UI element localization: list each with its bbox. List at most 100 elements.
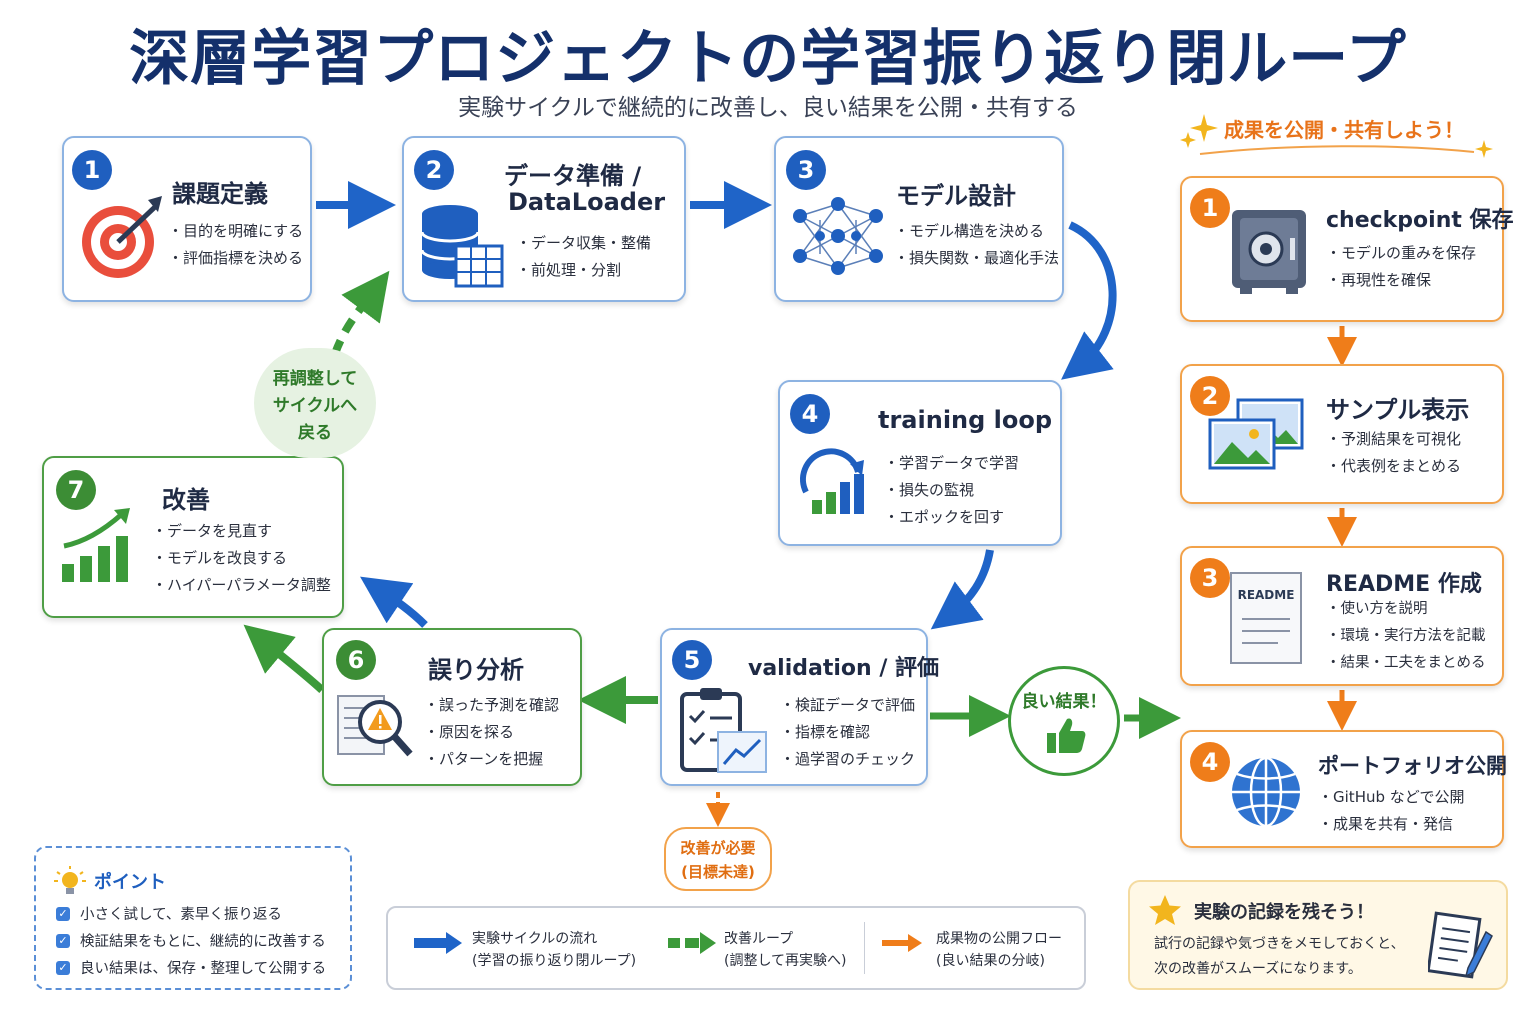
doc-line	[1242, 642, 1278, 644]
point-item: ✓ 検証結果をもとに、継続的に改善する	[56, 927, 326, 954]
good-result-label: 良い結果！	[1021, 692, 1107, 712]
list-item: データを見直す	[152, 518, 331, 545]
publish-number-badge: 2	[1190, 376, 1230, 416]
legend-label: 実験サイクルの流れ	[472, 931, 598, 947]
step-number-badge: 5	[672, 640, 712, 680]
arrow-4-to-5	[930, 549, 994, 630]
step-number-badge: 1	[72, 150, 112, 190]
readme-document-icon: README	[1230, 572, 1302, 664]
list-item: 損失関数・最適化手法	[894, 245, 1059, 272]
step-title-line2: DataLoader	[508, 188, 666, 216]
point-text: 良い結果は、保存・整理して公開する	[80, 961, 327, 977]
step-number-badge: 6	[336, 640, 376, 680]
step-items: データ収集・整備 前処理・分割	[516, 230, 651, 284]
legend-blue-arrow-icon	[414, 932, 462, 954]
legend-label: 成果物の公開フロー	[936, 931, 1062, 947]
publish-card-4: 4 ポートフォリオ公開 GitHub などで公開 成果を共有・発信	[1180, 730, 1507, 848]
list-item: モデルの重みを保存	[1326, 240, 1476, 267]
step-items: 誤った予測を確認 原因を探る パターンを把握	[424, 692, 559, 773]
globe-icon	[1232, 756, 1300, 828]
doc-line	[1242, 618, 1290, 620]
list-item: 結果・工夫をまとめる	[1326, 650, 1486, 677]
loop-label-line: サイクルへ	[272, 396, 358, 416]
list-item: 前処理・分割	[516, 257, 651, 284]
step-number-badge: 4	[790, 394, 830, 434]
step-title: データ準備 /	[504, 162, 642, 190]
arrow-3-to-4	[1061, 221, 1117, 380]
point-item: ✓ 小さく試して、素早く振り返る	[56, 900, 326, 927]
publish-items: 使い方を説明 環境・実行方法を記載 結果・工夫をまとめる	[1326, 596, 1486, 677]
note-title: 実験の記録を残そう！	[1194, 902, 1374, 923]
list-item: 評価指標を決める	[168, 245, 303, 272]
point-text: 検証結果をもとに、継続的に改善する	[80, 934, 326, 950]
step-items: データを見直す モデルを改良する ハイパーパラメータ調整	[152, 518, 331, 599]
publish-card-3: 3 README README 作成 使い方を説明 環境・実行方法を記載 結果・…	[1180, 546, 1504, 686]
step-card-5: 5 validation / 評価 検証データで評価 指標を確認 過学習のチェッ…	[660, 628, 939, 786]
checkbox-icon: ✓	[56, 933, 70, 948]
legend-item-loop: 改善ループ (調整して再実験へ)	[724, 928, 847, 972]
list-item: 検証データで評価	[780, 692, 915, 719]
target-icon	[82, 196, 162, 278]
list-item: 使い方を説明	[1326, 596, 1486, 623]
checkbox-icon: ✓	[56, 960, 70, 975]
sparkle-icon	[1180, 114, 1218, 148]
step-items: 学習データで学習 損失の監視 エポックを回す	[884, 450, 1019, 531]
list-item: パターンを把握	[424, 746, 559, 773]
legend-sublabel: (調整して再実験へ)	[724, 953, 847, 969]
publish-title: checkpoint 保存	[1326, 208, 1514, 233]
legend-item-publish: 成果物の公開フロー (良い結果の分岐)	[936, 928, 1062, 972]
step-title: 改善	[162, 486, 210, 514]
step-card-4: 4 training loop 学習データで学習 損失の監視 エポックを回す	[778, 380, 1062, 546]
step-items: 目的を明確にする 評価指標を決める	[168, 218, 303, 272]
note-line: 試行の記録や気づきをメモしておくと、	[1154, 936, 1405, 952]
needs-improvement-line: (目標未達)	[681, 863, 755, 881]
list-item: ハイパーパラメータ調整	[152, 572, 331, 599]
training-progress-icon	[799, 448, 864, 514]
step-card-6: 6 誤り分析 誤った予測を確認 原因を探る パターンを把握	[322, 628, 582, 786]
list-item: 損失の監視	[884, 477, 1019, 504]
database-icon	[420, 205, 504, 288]
step-number-badge: 7	[56, 470, 96, 510]
list-item: 成果を共有・発信	[1318, 811, 1464, 838]
list-item: 学習データで学習	[884, 450, 1019, 477]
point-item: ✓ 良い結果は、保存・整理して公開する	[56, 954, 326, 981]
publish-number-badge: 4	[1190, 742, 1230, 782]
publish-items: GitHub などで公開 成果を共有・発信	[1318, 784, 1464, 838]
point-text: 小さく試して、素早く振り返る	[80, 907, 282, 923]
step-card-2: 2 データ準備 / DataLoader データ収集・整備 前処理・分割	[402, 136, 686, 302]
step-card-1: 1 課題定義 目的を明確にする 評価指標を決める	[62, 136, 312, 302]
points-title: ポイント	[94, 872, 166, 893]
page-subtitle: 実験サイクルで継続的に改善し、良い結果を公開・共有する	[458, 95, 1078, 121]
publish-number-badge: 1	[1190, 188, 1230, 228]
list-item: 予測結果を可視化	[1326, 426, 1461, 453]
list-item: 指標を確認	[780, 719, 915, 746]
list-item: 再現性を確保	[1326, 267, 1476, 294]
star-icon	[1149, 895, 1181, 925]
note-box: 実験の記録を残そう！ 試行の記録や気づきをメモしておくと、 次の改善がスムーズに…	[1128, 880, 1508, 990]
loop-label-line: 再調整して	[272, 369, 358, 389]
good-result-badge: 良い結果！	[1008, 666, 1120, 776]
legend-sublabel: (良い結果の分岐)	[936, 953, 1045, 969]
arrow-6-to-7	[360, 576, 428, 628]
publish-header: 成果を公開・共有しよう！	[1224, 118, 1464, 142]
readme-doc-label: README	[1237, 588, 1295, 602]
needs-improvement-label: 改善が必要 (目標未達)	[664, 827, 772, 891]
step-number-badge: 3	[786, 150, 826, 190]
list-item: データ収集・整備	[516, 230, 651, 257]
clipboard-chart-icon	[680, 688, 767, 773]
list-item: 誤った予測を確認	[424, 692, 559, 719]
thumbs-up-icon	[1047, 718, 1086, 753]
doc-line	[1242, 630, 1290, 632]
legend-sublabel: (学習の振り返り閉ループ)	[472, 953, 637, 969]
neural-network-icon	[793, 197, 883, 275]
publish-title: ポートフォリオ公開	[1318, 754, 1507, 778]
step-title: 誤り分析	[428, 656, 524, 684]
publish-header-underline	[1199, 140, 1493, 158]
loop-label-line: 戻る	[298, 423, 332, 443]
legend-green-dashed-arrow-icon	[668, 932, 716, 954]
step-card-7: 7 改善 データを見直す モデルを改良する ハイパーパラメータ調整	[42, 456, 344, 618]
list-item: 環境・実行方法を記載	[1326, 623, 1486, 650]
publish-items: 予測結果を可視化 代表例をまとめる	[1326, 426, 1461, 480]
legend-box: 実験サイクルの流れ (学習の振り返り閉ループ) 改善ループ (調整して再実験へ)…	[386, 906, 1086, 990]
list-item: モデル構造を決める	[894, 218, 1059, 245]
